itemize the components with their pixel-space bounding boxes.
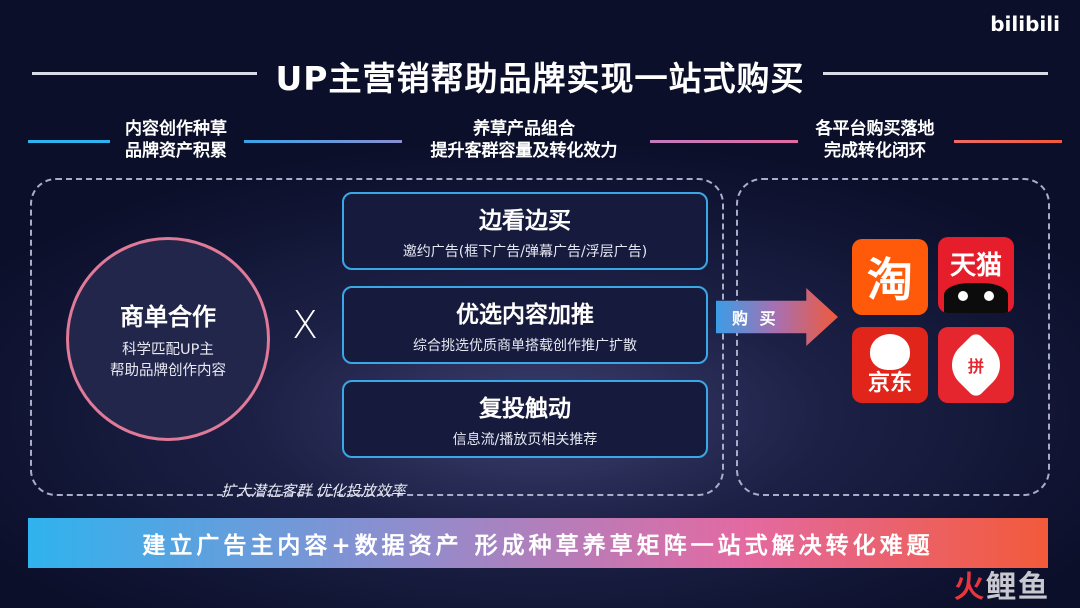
title-rule-right [823,72,1048,75]
taobao-glyph: 淘 [867,253,913,307]
summary-banner: 建立广告主内容+数据资产 形成种草养草矩阵一站式解决转化难题 [28,518,1048,568]
watermark-part: 火 [954,570,986,605]
category-line: 养草产品组合 [473,119,575,139]
category-platform-purchase: 各平台购买落地 完成转化闭环 [804,118,946,162]
jd-label: 京东 [867,371,912,396]
panel-footnote: 扩大潜在客群 优化投放效率 [221,482,406,500]
jd-dog-shape [870,334,910,370]
circle-title: 商单合作 [120,302,216,331]
title-rule-left [32,72,257,75]
pinduoduo-icon: 拼 [938,327,1014,403]
category-content-creation: 内容创作种草 品牌资产积累 [112,118,240,162]
strategy-panel [30,178,724,496]
tmall-eye [958,291,968,301]
feature-subtitle: 综合挑选优质商单搭载创作推广扩散 [413,338,637,354]
arrow-label: 购 买 [732,309,779,328]
tmall-label: 天猫 [949,251,1002,281]
category-line: 各平台购买落地 [815,119,935,139]
category-rule [28,140,110,143]
bilibili-logo: bilibili [990,12,1060,36]
feature-subtitle: 邀约广告(框下广告/弹幕广告/浮层广告) [402,244,648,260]
tmall-icon: 天猫 [938,237,1014,313]
watermark: 火鲤鱼 [954,562,1050,606]
tmall-cat-face [944,283,1008,313]
multiply-symbol: X [292,303,319,347]
category-line: 品牌资产积累 [125,141,227,161]
category-line: 完成转化闭环 [824,141,926,161]
platform-panel [736,178,1050,496]
banner-text: 建立广告主内容+数据资产 形成种草养草矩阵一站式解决转化难题 [142,533,934,559]
circle-line: 帮助品牌创作内容 [110,362,226,379]
commercial-order-circle: 商单合作 科学匹配UP主 帮助品牌创作内容 [66,237,270,441]
taobao-icon: 淘 [852,239,928,315]
category-rule [650,140,798,143]
feature-box-watch-and-buy: 边看边买 邀约广告(框下广告/弹幕广告/浮层广告) [342,192,708,270]
category-product-combo: 养草产品组合 提升客群容量及转化效力 [408,118,640,162]
pdd-glyph: 拼 [967,356,985,376]
watermark-part: 鲤鱼 [986,570,1050,605]
category-line: 提升客群容量及转化效力 [430,141,618,161]
feature-box-retargeting: 复投触动 信息流/播放页相关推荐 [342,380,708,458]
feature-title: 边看边买 [479,208,571,234]
category-line: 内容创作种草 [125,119,227,139]
category-rule [954,140,1062,143]
feature-title: 复投触动 [479,396,571,422]
feature-title: 优选内容加推 [456,302,594,328]
tmall-eye [984,291,994,301]
pdd-heart-shape: 拼 [942,331,1010,399]
category-rule [244,140,402,143]
page-title: UP主营销帮助品牌实现一站式购买 [275,59,805,98]
feature-box-content-boost: 优选内容加推 综合挑选优质商单搭载创作推广扩散 [342,286,708,364]
feature-subtitle: 信息流/播放页相关推荐 [452,432,598,448]
circle-line: 科学匹配UP主 [122,341,214,358]
jd-icon: 京东 [852,327,928,403]
